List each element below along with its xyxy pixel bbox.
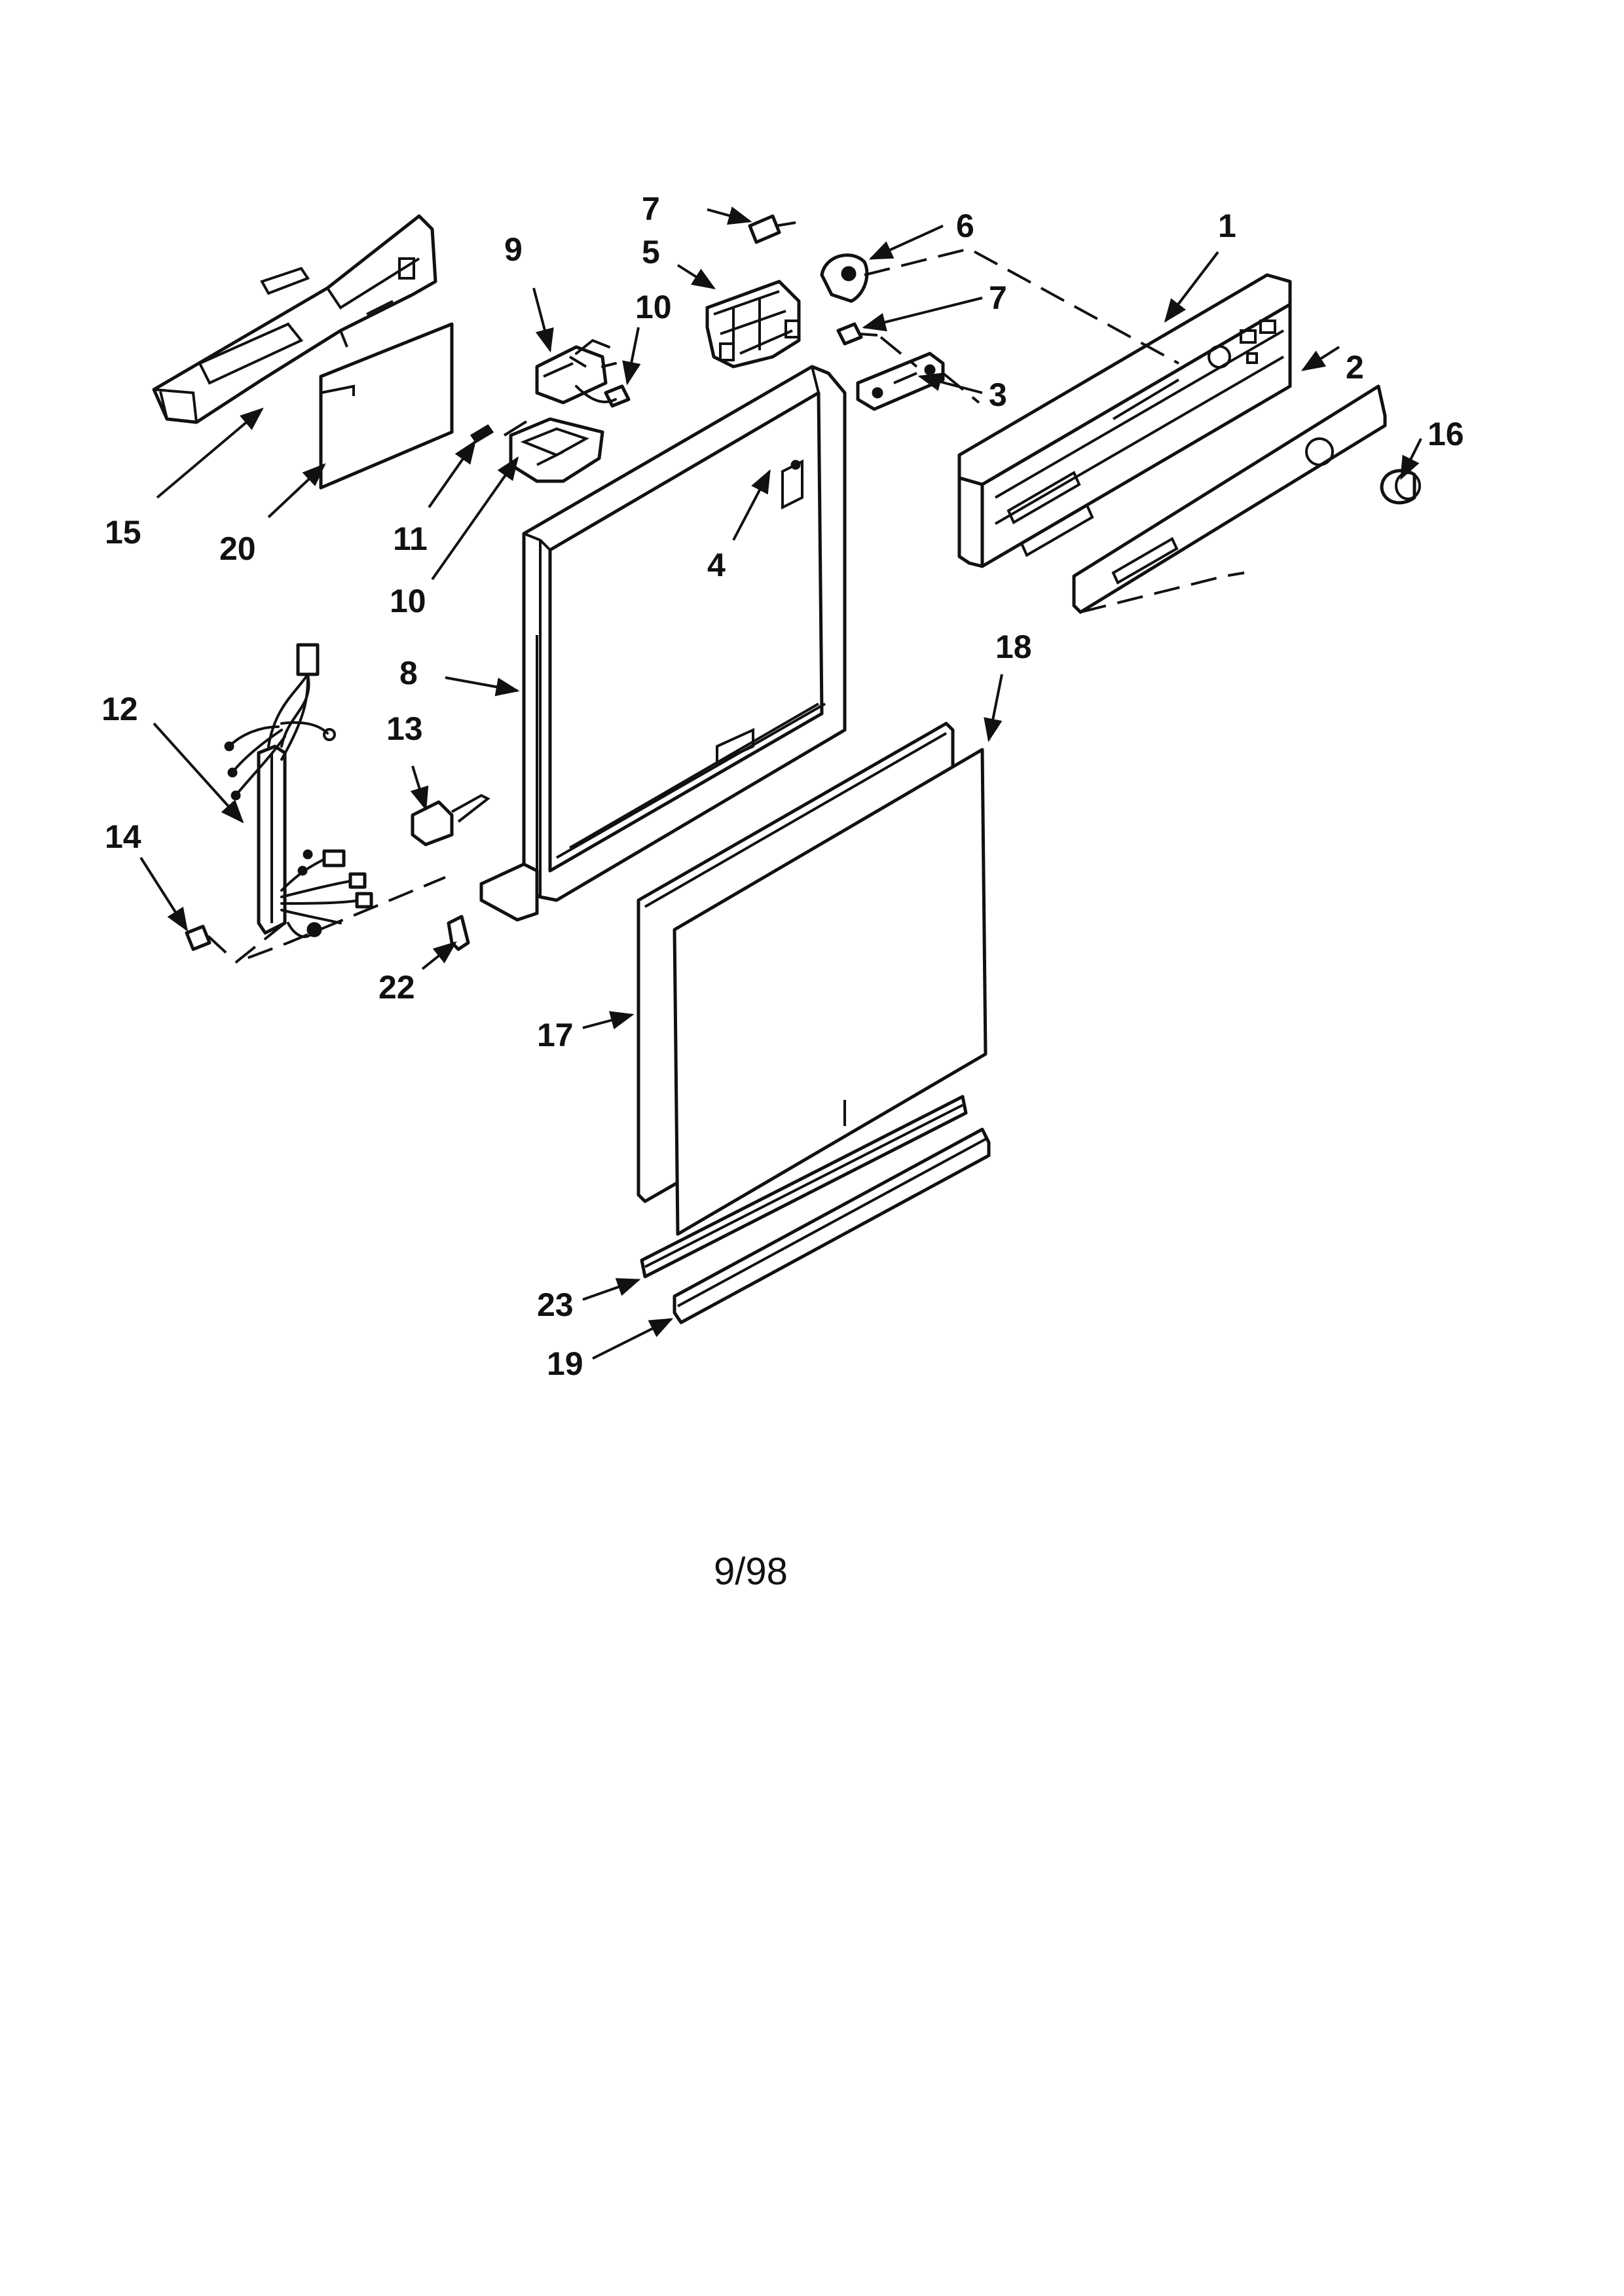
part-14-plug: [411, 793, 490, 847]
callout-23: 23: [537, 1286, 574, 1323]
callout-2: 2: [1346, 349, 1364, 386]
callout-14: 13: [386, 710, 423, 747]
part-10-bracket: [509, 417, 604, 483]
callout-15: 14: [105, 818, 141, 855]
part-1-control-panel: [957, 273, 1292, 568]
callout-12: 11: [393, 520, 428, 557]
part-8-door-frame: [479, 365, 847, 922]
revision-date: 9/98: [714, 1550, 788, 1593]
part-7-screw-right: [836, 322, 878, 346]
callout-8: 8: [399, 655, 418, 691]
callout-7-right: 7: [989, 280, 1007, 316]
callout-4: 4: [707, 547, 726, 583]
part-5-latch: [705, 280, 801, 369]
callout-1: 1: [1218, 208, 1236, 244]
part-19-door-panel: [673, 748, 987, 1236]
callout-17: 16: [1428, 416, 1464, 452]
part-17-knob: [1380, 469, 1421, 505]
callout-21: 20: [219, 530, 256, 567]
callout-16: 15: [105, 514, 141, 551]
part-9-switch: [535, 338, 631, 408]
callout-10: 10: [390, 583, 426, 619]
callout-5: 5: [642, 234, 660, 270]
part-13-wire-harness: [224, 643, 373, 938]
part-15-screw: [185, 924, 227, 954]
callout-18: 17: [537, 1017, 574, 1053]
part-2-overlay: [1072, 384, 1387, 614]
callout-9: 9: [504, 231, 523, 268]
part-7-screw-top: [748, 214, 796, 244]
part-21-shield: [319, 322, 454, 490]
callout-labels: 7 6 5 9 10 7 1 2 3 16 4 15 20 11 10 8 18…: [101, 191, 1464, 1382]
leader-lines: [139, 206, 1422, 1360]
part-16-housing: [152, 214, 437, 424]
callout-3: 3: [989, 376, 1007, 413]
callout-11: 10: [635, 289, 672, 325]
part-12-clip: [470, 424, 494, 444]
part-22-clip: [447, 915, 470, 951]
part-6-cam: [820, 253, 869, 303]
callout-7-top: 7: [642, 191, 660, 227]
callout-19: 18: [995, 629, 1032, 665]
callout-20: 19: [547, 1345, 583, 1382]
callout-6: 6: [956, 208, 974, 244]
part-23-trim-rail: [640, 1095, 968, 1279]
part-20-bottom-trim: [673, 1127, 991, 1324]
callout-13: 12: [101, 691, 138, 727]
part-3-strike: [856, 352, 945, 411]
callout-22: 22: [378, 969, 415, 1006]
